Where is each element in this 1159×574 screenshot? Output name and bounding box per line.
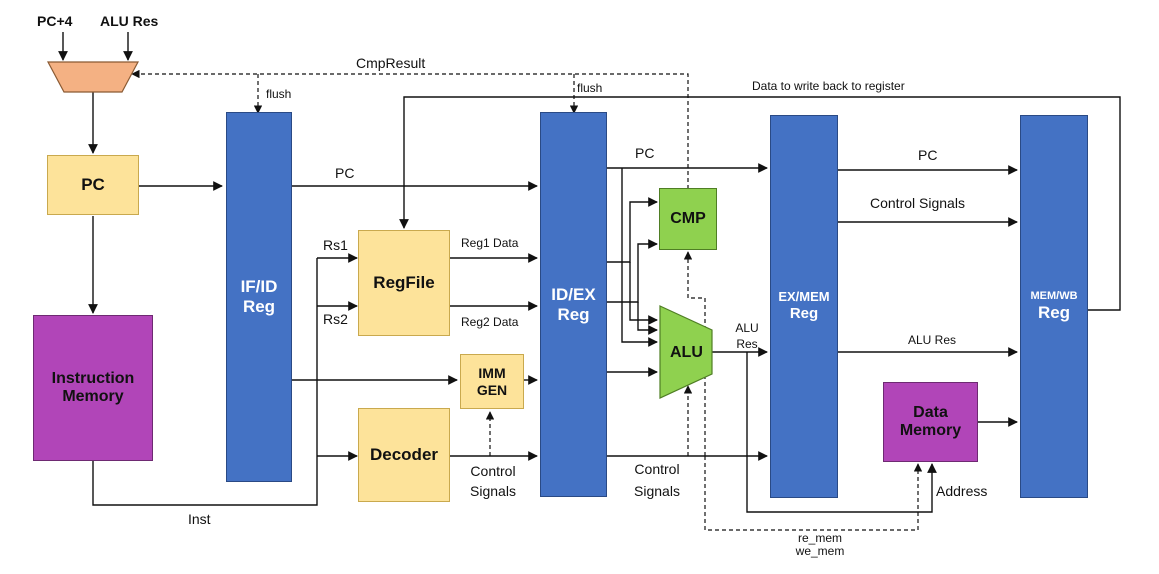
imem-label-1: Instruction — [51, 369, 135, 387]
wire-idex-reg1b — [629, 262, 658, 325]
decoder-block: Decoder — [358, 408, 450, 502]
idex-label-2: Reg — [557, 304, 590, 324]
input-pc4-label: PC+4 — [37, 13, 73, 29]
cmp-label: CMP — [670, 209, 706, 227]
wire-remem — [704, 456, 923, 531]
wire-inst — [92, 258, 318, 506]
pc-mux — [47, 61, 139, 93]
ifid-label-1: IF/ID — [240, 277, 278, 297]
wire-idex-reg2b — [637, 302, 658, 335]
wire-idex-reg1 — [607, 197, 658, 263]
wire-writeback — [399, 96, 1121, 311]
memwb-label-1: MEM/WB — [1030, 290, 1078, 303]
control-signals-label-1b: Signals — [470, 483, 516, 499]
inst-label: Inst — [188, 511, 211, 527]
alu-label: ALU — [670, 344, 703, 361]
input-alures-label: ALU Res — [100, 13, 159, 29]
instruction-memory-block: Instruction Memory — [33, 315, 153, 461]
imem-label-2: Memory — [62, 388, 124, 405]
rs2-label: Rs2 — [323, 311, 348, 327]
ex-mem-register: EX/MEM Reg — [770, 115, 838, 498]
reg1-data-label: Reg1 Data — [461, 236, 519, 250]
wire-alu-to-addr — [746, 352, 937, 513]
pc-label-2: PC — [635, 145, 655, 161]
writeback-label: Data to write back to register — [752, 79, 905, 93]
memwb-label-2: Reg — [1037, 303, 1071, 323]
regfile-label: RegFile — [373, 273, 435, 293]
pc-label-3: PC — [918, 147, 938, 163]
dmem-label-1: Data — [913, 403, 948, 421]
regfile-block: RegFile — [358, 230, 450, 336]
imm-label-2: GEN — [476, 381, 508, 398]
control-signals-label-3: Control Signals — [870, 195, 965, 211]
id-ex-register: ID/EX Reg — [540, 112, 607, 497]
pc-block: PC — [47, 155, 139, 215]
we-mem-label: we_mem — [795, 544, 845, 558]
imm-label-1: IMM — [478, 365, 506, 382]
data-memory-block: Data Memory — [883, 382, 978, 462]
rs1-label: Rs1 — [323, 237, 348, 253]
flush-label-1: flush — [266, 87, 292, 101]
exmem-label-1: EX/MEM — [778, 289, 830, 305]
control-signals-label-1a: Control — [470, 463, 516, 479]
reg2-data-label: Reg2 Data — [461, 315, 519, 329]
wire-cmpresult — [131, 69, 689, 196]
wire-idex-reg2 — [607, 239, 658, 303]
imm-gen-block: IMM GEN — [460, 354, 524, 409]
control-signals-label-2a: Control — [634, 461, 680, 477]
exmem-label-2: Reg — [789, 305, 819, 323]
alu-res-label-2: ALU Res — [908, 333, 957, 347]
dmem-label-2: Memory — [899, 422, 962, 439]
mem-wb-register: MEM/WB Reg — [1020, 115, 1088, 498]
wire-idex-pc-branch — [621, 168, 658, 347]
ifid-label-2: Reg — [242, 297, 276, 316]
flush-label-2: flush — [577, 81, 603, 95]
cmp-block: CMP — [659, 188, 717, 250]
alu-res-label-1b: Res — [736, 337, 758, 351]
pc-label-1: PC — [335, 165, 355, 181]
if-id-register: IF/ID Reg — [226, 112, 292, 482]
alu-shape — [659, 305, 713, 399]
decoder-label: Decoder — [369, 445, 439, 465]
re-mem-label: re_mem — [797, 531, 843, 545]
idex-label-1: ID/EX — [551, 284, 596, 304]
alu-res-label-1a: ALU — [735, 321, 759, 335]
address-label: Address — [936, 483, 988, 499]
control-signals-label-2b: Signals — [634, 483, 680, 499]
pc-block-label: PC — [81, 175, 105, 195]
cmpresult-label: CmpResult — [356, 55, 426, 71]
